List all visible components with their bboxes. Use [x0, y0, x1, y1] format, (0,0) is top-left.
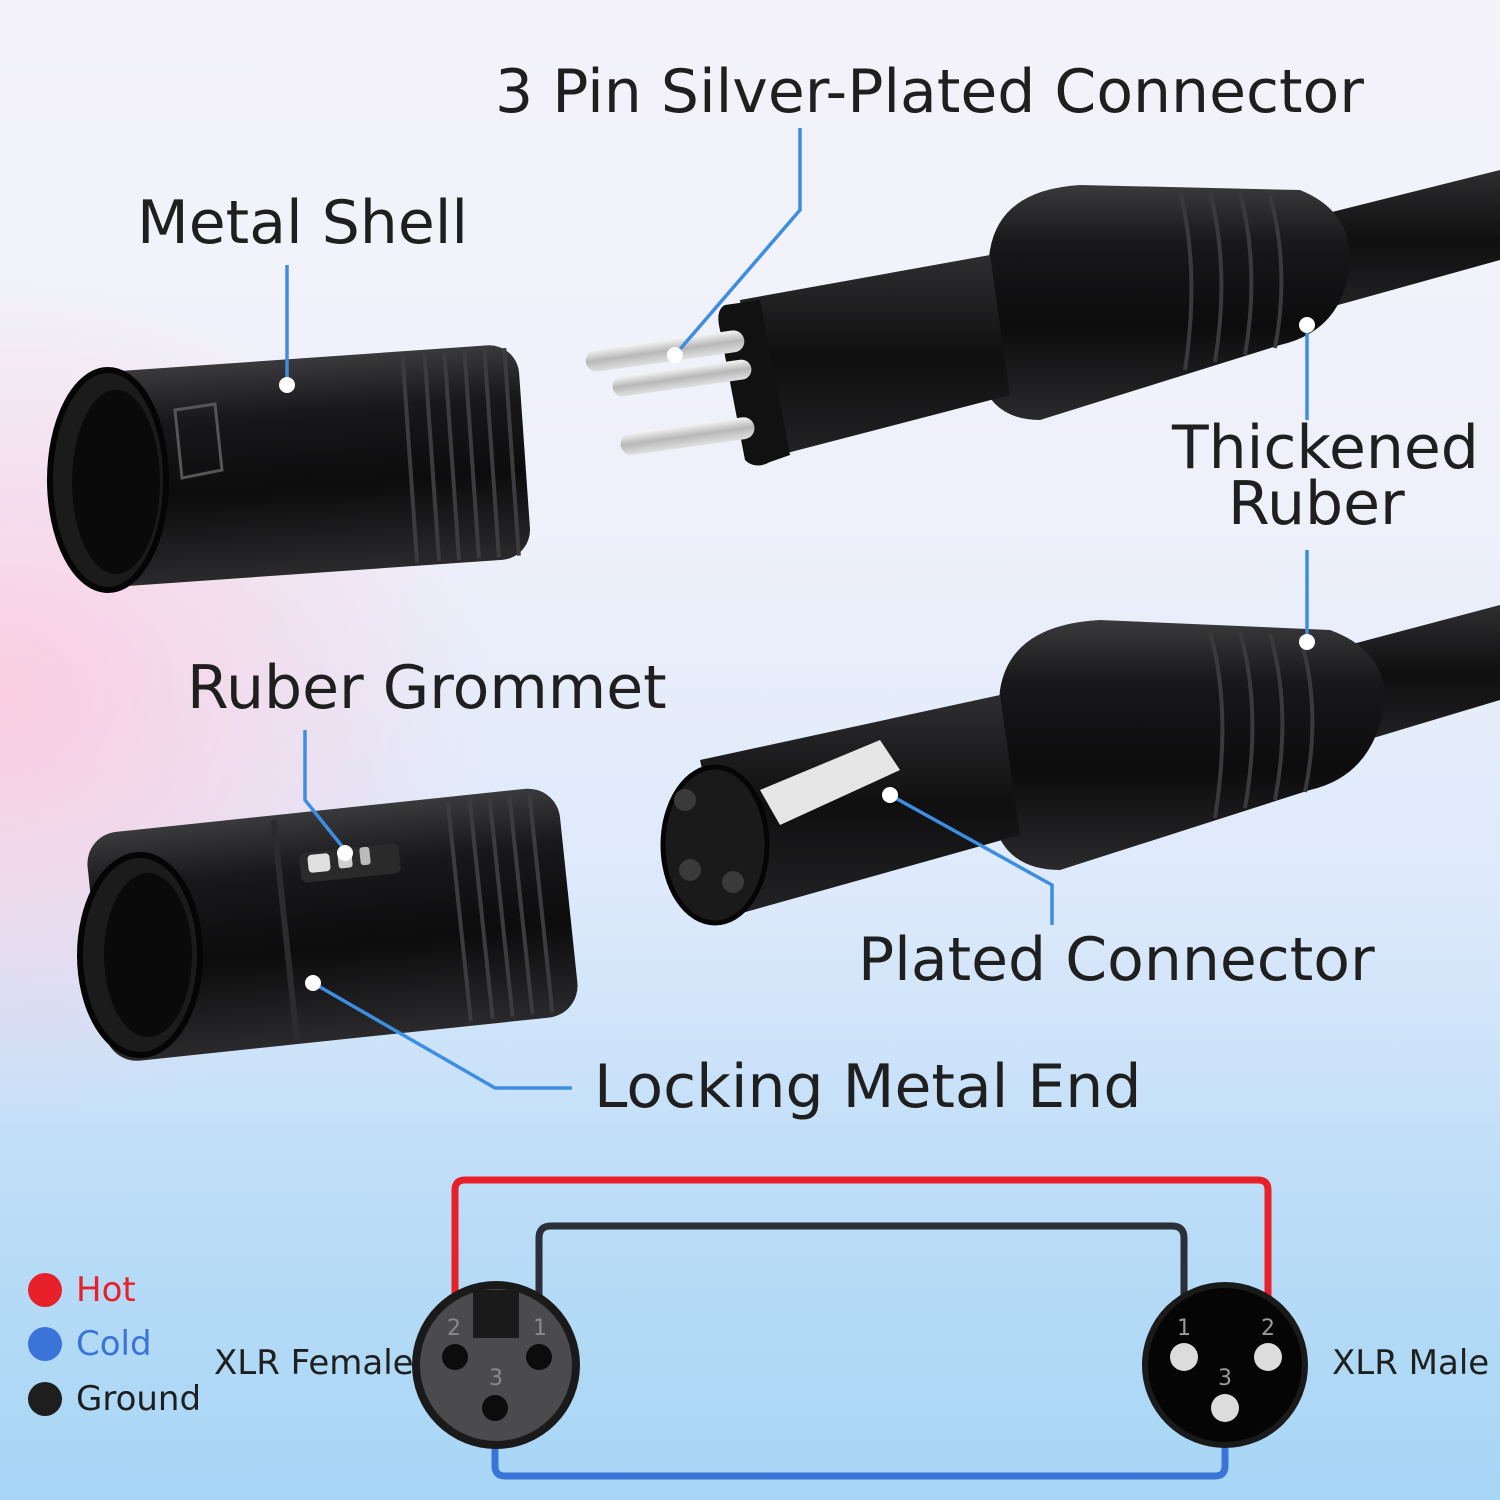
label-thickened: Thickened [1172, 413, 1479, 483]
label-plated-connector: Plated Connector [858, 925, 1375, 995]
label-ruber-grommet: Ruber Grommet [187, 653, 667, 723]
ground-dot-icon [28, 1382, 62, 1416]
ground-wire [535, 1222, 1188, 1320]
male-pin-1: 1 [1177, 1316, 1191, 1341]
male-connector-part [585, 170, 1500, 466]
legend-label-cold: Cold [76, 1324, 152, 1364]
hot-wire [451, 1176, 1272, 1320]
label-metal-shell: Metal Shell [137, 188, 469, 258]
female-pin-1: 1 [533, 1316, 547, 1341]
legend-item-hot: Hot [28, 1270, 136, 1310]
legend-label-hot: Hot [76, 1270, 136, 1310]
hot-dot-icon [28, 1273, 62, 1307]
xlr-male-plug [1142, 1282, 1308, 1448]
xlr-female-socket [412, 1281, 580, 1449]
grommet-part [77, 788, 578, 1061]
male-pin-2: 2 [1261, 1316, 1275, 1341]
female-pin-2: 2 [447, 1316, 461, 1341]
legend-label-ground: Ground [76, 1379, 202, 1419]
female-pin-3: 3 [489, 1366, 503, 1391]
leader-dots [279, 317, 1315, 991]
female-connector-part [660, 605, 1500, 926]
legend-item-ground: Ground [28, 1379, 201, 1419]
label-pin-connector: 3 Pin Silver-Plated Connector [495, 57, 1364, 127]
label-xlr-male: XLR Male [1332, 1343, 1490, 1383]
metal-shell-part [47, 345, 530, 593]
cold-wire [491, 1415, 1229, 1480]
label-xlr-female: XLR Female [214, 1343, 414, 1383]
wiring-diagram [412, 1176, 1308, 1480]
legend-item-cold: Cold [28, 1324, 152, 1364]
cold-dot-icon [28, 1327, 62, 1361]
label-locking-metal-end: Locking Metal End [594, 1052, 1142, 1122]
leader-lines [285, 128, 1309, 1090]
male-pin-3: 3 [1218, 1366, 1232, 1391]
label-ruber: Ruber [1228, 469, 1405, 539]
